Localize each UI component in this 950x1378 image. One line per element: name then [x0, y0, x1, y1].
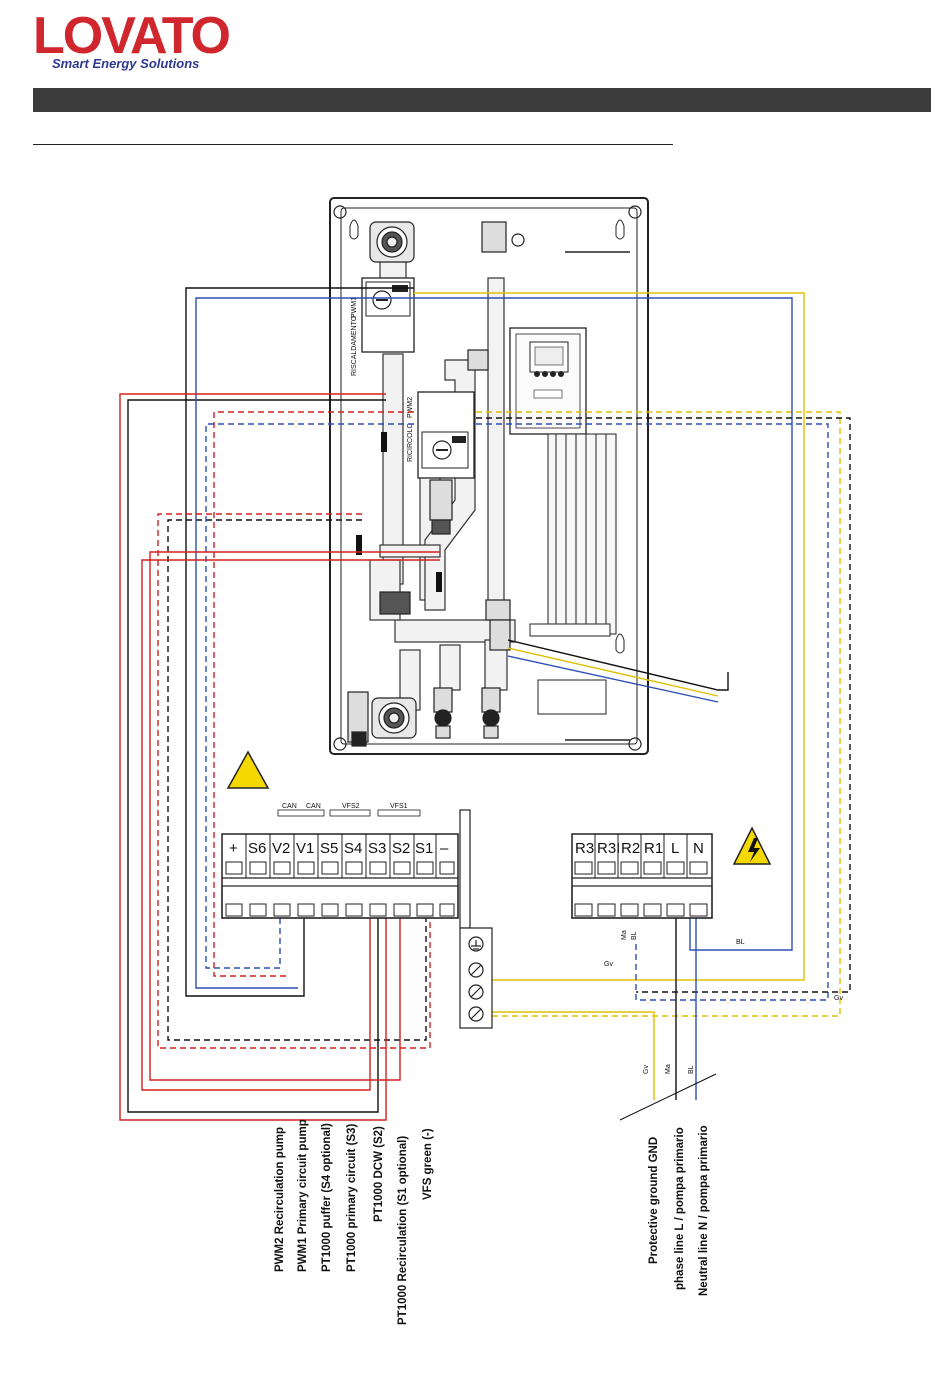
terminal-r2: R2 [621, 840, 640, 857]
terminal-minus: – [440, 840, 449, 857]
legend-ground: Protective ground GND [648, 1137, 660, 1264]
bottom-pipe-fitting [347, 691, 417, 747]
terminal-v2: V2 [272, 840, 290, 857]
terminal-r3i: R3I [597, 840, 620, 857]
pump-pwm2: PWM2 RICIRCOLO [407, 391, 475, 479]
unit-cabinet [329, 197, 649, 755]
lovato-logo: LOVATO Smart Energy Solutions [33, 8, 231, 74]
ground-terminal-strip [459, 809, 493, 1029]
wiring-harness [119, 287, 851, 1121]
wire-label-bl-2: BL [631, 931, 638, 940]
terminal-r1: R1 [644, 840, 663, 857]
low-voltage-terminal-block: + S6 V2 V1 S5 S4 S3 S2 S1 – [221, 833, 459, 919]
warning-triangle-icon [226, 750, 270, 789]
power-terminal-block: R3 R3I R2 R1 L N [571, 833, 713, 919]
terminal-s1: S1 [415, 840, 433, 857]
legend-s2: PT1000 DCW (S2) [373, 1126, 385, 1222]
sensor-markers [356, 432, 442, 592]
terminal-n: N [693, 840, 704, 857]
legend-pwm1: PWM1 Primary circuit pump [297, 1119, 309, 1272]
cable-duct [529, 433, 617, 715]
controller-unit [509, 327, 587, 435]
pump1-circuit-label: RISCALDAMENTO [351, 315, 358, 376]
terminal-s2: S2 [392, 840, 410, 857]
logo-wordmark: LOVATO [33, 7, 231, 65]
bus-label-can1: CAN [282, 803, 297, 810]
legend-s3: PT1000 primary circuit (S3) [346, 1124, 358, 1272]
legend-phase: phase line L / pompa primario [674, 1127, 686, 1290]
terminal-s5: S5 [320, 840, 338, 857]
wire-label-ma-2: Ma [665, 1064, 672, 1074]
bus-label-vfs1: VFS1 [390, 803, 408, 810]
bus-label-vfs2: VFS2 [342, 803, 360, 810]
wire-label-bl-1: BL [736, 939, 745, 946]
terminal-r3: R3 [575, 840, 594, 857]
power-legend: Protective ground GND phase line L / pom… [648, 1125, 710, 1296]
bus-label-can2: CAN [306, 803, 321, 810]
terminal-s3: S3 [368, 840, 386, 857]
header-rule [33, 144, 673, 145]
terminal-v1: V1 [296, 840, 314, 857]
wire-label-ma-1: Ma [621, 930, 628, 940]
header-bar [33, 88, 931, 112]
logo-tagline: Smart Energy Solutions [52, 56, 200, 71]
legend-pwm2: PWM2 Recirculation pump [274, 1127, 286, 1272]
legend-s1: PT1000 Recirculation (S1 optional) [397, 1136, 409, 1325]
top-pipe-fitting [369, 221, 415, 263]
terminal-s4: S4 [344, 840, 362, 857]
wire-label-bl-3: BL [688, 1065, 695, 1074]
bus-connectors: CAN CAN VFS2 VFS1 [277, 803, 421, 817]
pump2-circuit-label: RICIRCOLO [407, 423, 414, 462]
terminal-s6: S6 [248, 840, 266, 857]
legend-s4: PT1000 puffer (S4 optional) [321, 1123, 333, 1272]
terminal-l: L [671, 840, 679, 857]
legend-neutral: Neutral line N / pompa primario [698, 1125, 710, 1296]
signal-legend: PWM2 Recirculation pump PWM1 Primary cir… [274, 1119, 434, 1325]
wire-label-gv-2: Gv [834, 995, 843, 1002]
wire-label-gv-1: Gv [604, 961, 613, 968]
electrical-hazard-icon [732, 826, 772, 865]
terminal-plus: + [229, 840, 238, 857]
wire-labels: Gv Gv BL Ma BL Gv Ma BL [604, 930, 843, 1074]
pump-pwm1: PWM1 RISCALDAMENTO [351, 277, 415, 376]
legend-vfs: VFS green (-) [422, 1128, 434, 1200]
ball-valves [379, 221, 525, 739]
pump2-label: PWM2 [407, 397, 414, 418]
wire-label-gv-3: Gv [643, 1065, 650, 1074]
pump1-label: PWM1 [351, 297, 358, 318]
